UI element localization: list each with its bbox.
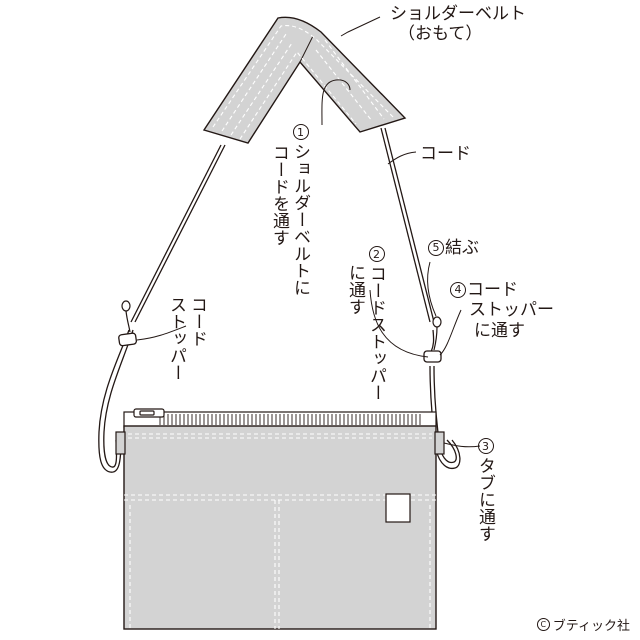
cord-stopper-label: コード ストッパー xyxy=(165,296,207,381)
copyright-icon: C xyxy=(536,618,550,631)
step-5-number: 5 xyxy=(428,239,444,256)
step-2-label: 2 コードストッパー に通す xyxy=(344,246,386,401)
leader-lines xyxy=(136,16,481,448)
step-1-text-col2: コードを通す xyxy=(269,144,289,246)
shoulder-belt-label-line2: （おもて） xyxy=(398,24,483,45)
step-1-col1: 1 ショルダーベルトに xyxy=(289,124,310,296)
tab-left xyxy=(115,431,126,455)
cord-label: コード xyxy=(420,144,471,164)
step-2-col1: 2 コードストッパー xyxy=(365,246,386,401)
cord-stopper-label-col1: コード xyxy=(187,296,207,347)
step-1-number: 1 xyxy=(292,124,309,140)
zipper-pull xyxy=(133,408,165,418)
step-1-text-col1: ショルダーベルトに xyxy=(290,143,310,296)
step-4-text-line3: に通す xyxy=(474,320,525,341)
step-1-label: 1 ショルダーベルトに コードを通す xyxy=(268,124,310,296)
credit-text: ブティック社 xyxy=(552,619,630,634)
step-2-number: 2 xyxy=(368,246,385,262)
cord-stopper-label-col2: ストッパー xyxy=(166,296,186,381)
tag xyxy=(385,493,411,523)
bag-body xyxy=(115,408,445,630)
step-4-text-line2: ストッパー xyxy=(469,300,554,321)
shoulder-belt-label-line1: ショルダーベルト xyxy=(390,4,526,24)
step-4-text-line1: コード xyxy=(467,280,518,300)
cord-knot xyxy=(121,300,442,328)
step-4-number: 4 xyxy=(450,281,466,298)
credit: C ブティック社 xyxy=(536,615,630,634)
tab-right xyxy=(434,431,445,455)
shoulder-belt-label: ショルダーベルト （おもて） xyxy=(390,4,526,45)
step-2-text-col2: に通す xyxy=(345,264,365,315)
step-3-number: 3 xyxy=(477,438,494,454)
shoulder-belt xyxy=(202,16,407,144)
step-3-text: タブに通す xyxy=(475,457,495,542)
step-2-text-col1: コードストッパー xyxy=(366,265,386,401)
step-3-label: 3 タブに通す xyxy=(474,438,495,542)
step-3-col1: 3 タブに通す xyxy=(474,438,495,542)
step-5-text: 結ぶ xyxy=(445,238,479,258)
